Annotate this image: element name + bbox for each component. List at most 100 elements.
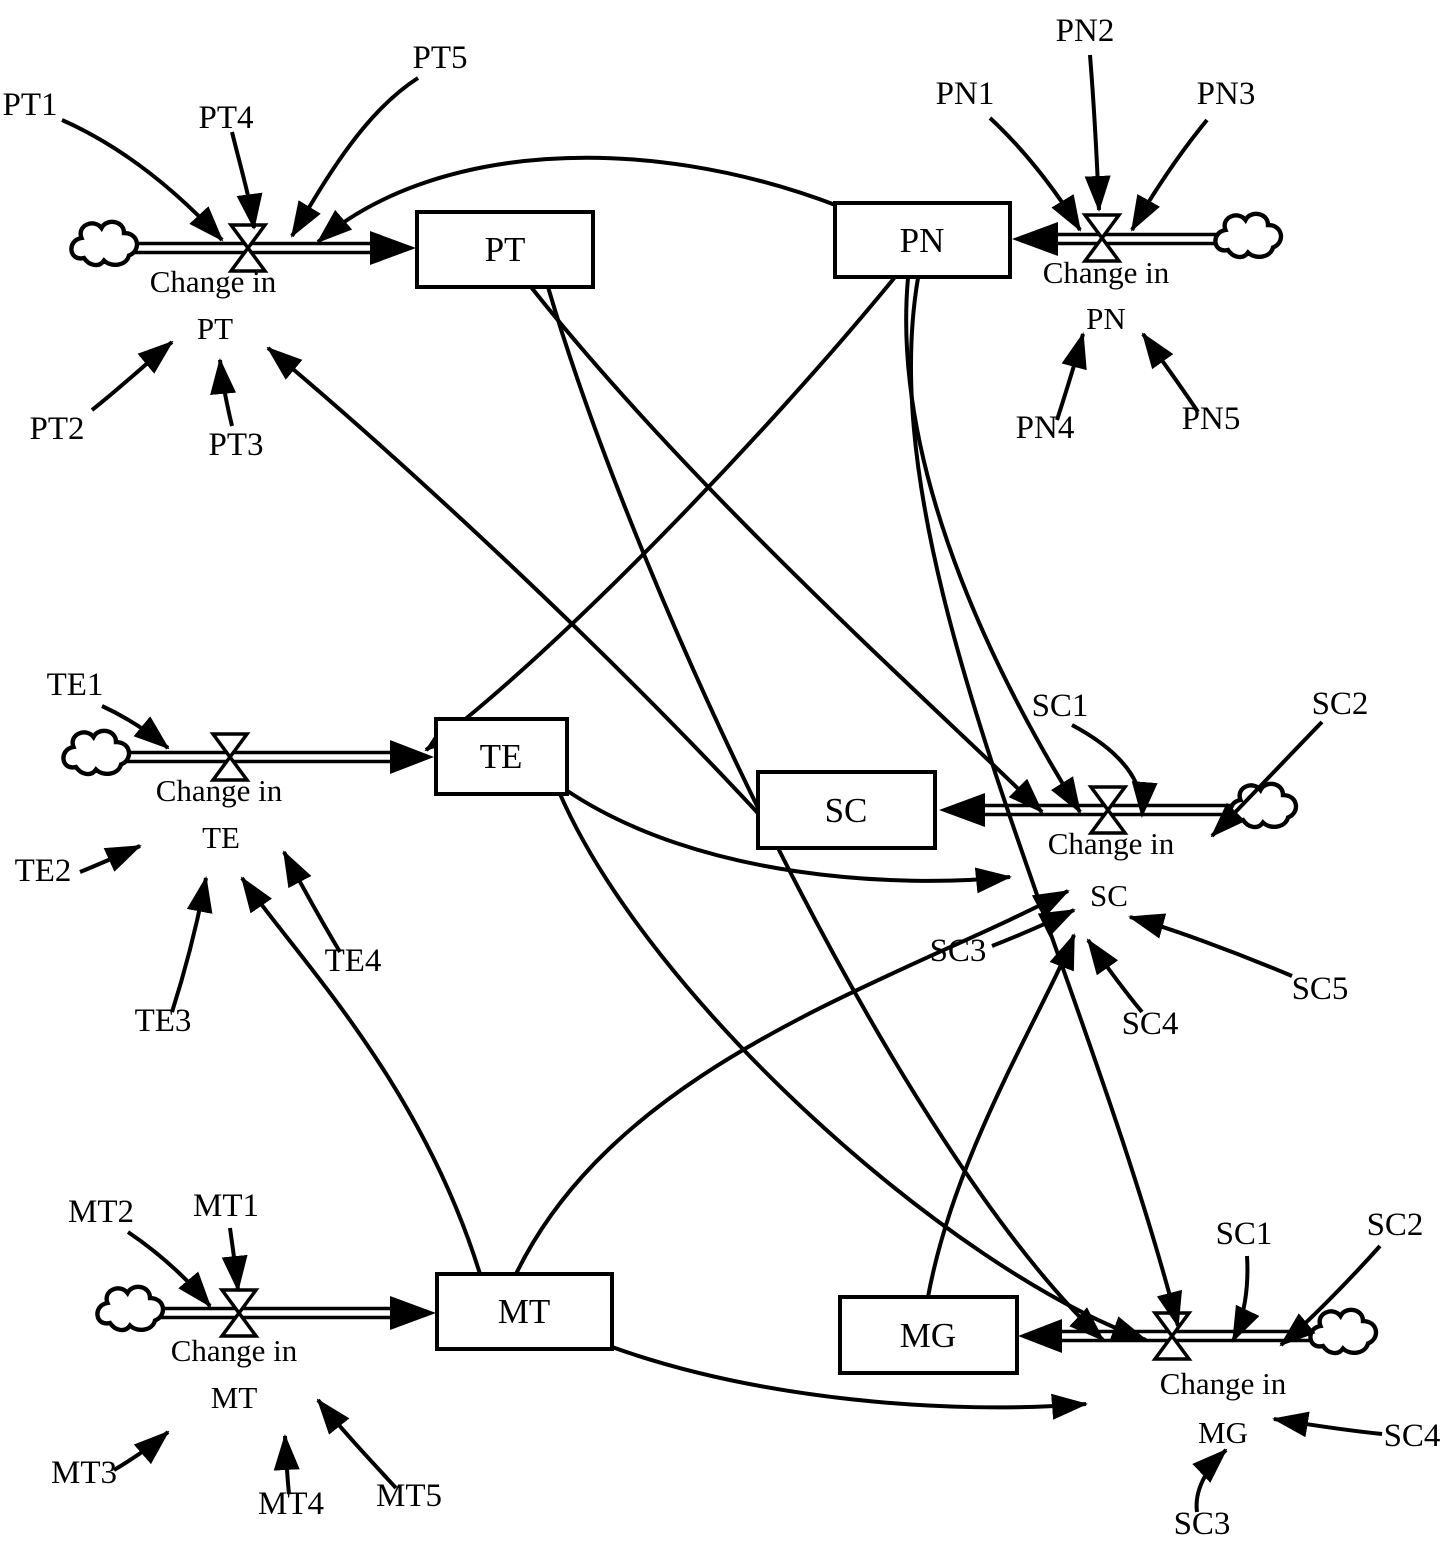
arrow-mt2 [126, 1230, 212, 1308]
influence-pt-to-change-in-sc [529, 285, 1044, 814]
arrow-mt1 [221, 1227, 248, 1292]
flow-pipe-te [118, 740, 434, 774]
arrow-pt1 [61, 118, 224, 242]
factor-label-pn3: PN3 [1197, 76, 1256, 112]
flow-arrowhead-mg [1018, 1319, 1062, 1353]
influence-pn-to-change-in-sc [904, 277, 1082, 814]
arrow-mg-sc4 [1272, 1411, 1383, 1438]
flow-arrowhead-pn [1012, 222, 1058, 256]
flow-pipe-sc [939, 793, 1240, 827]
factor-label-sc5: SC5 [1292, 971, 1349, 1007]
stock-label-mg: MG [900, 1316, 956, 1355]
factor-label-pn2: PN2 [1056, 13, 1115, 49]
flow-arrowhead-te [390, 740, 434, 774]
arrow-mt4 [273, 1434, 300, 1495]
arrow-sc2 [1210, 720, 1324, 838]
arrow-sc5 [1128, 913, 1293, 978]
arrow-te3 [170, 876, 213, 1013]
factor-label-mt1: MT1 [193, 1188, 259, 1224]
flow-pipe-mt [152, 1296, 436, 1330]
flow-pipe-mg [1018, 1319, 1318, 1353]
flow-label-te-line2: TE [202, 820, 240, 855]
influence-pn-to-change-in-te [424, 275, 897, 752]
factor-label-sc2: SC2 [1312, 686, 1369, 722]
factor-label-sc3: SC3 [930, 933, 987, 969]
arrow-pt5 [290, 76, 420, 238]
arrow-sc3 [991, 908, 1076, 948]
stock-label-te: TE [480, 737, 523, 776]
flow-pipe-pn [1012, 222, 1226, 256]
arrow-mg-sc1 [1231, 1255, 1260, 1343]
factor-label-te4: TE4 [325, 943, 382, 979]
influence-te-to-change-in-sc [564, 788, 1012, 894]
factor-label-mt3: MT3 [51, 1455, 117, 1491]
influence-sc-to-change-in-pt [266, 346, 792, 850]
stock-box-mt [435, 1272, 614, 1351]
factor-label-pn4: PN4 [1016, 410, 1075, 446]
cloud-icon-mg-source [1310, 1310, 1376, 1353]
arrow-te4 [282, 850, 342, 954]
cloud-icon-te-source [63, 731, 129, 774]
flow-label-mg-line1: Change in [1160, 1366, 1287, 1401]
valve-icon-mg [1153, 1311, 1191, 1361]
cloud-icon-pt-source [71, 222, 137, 265]
arrow-mt3 [112, 1430, 170, 1472]
factor-label-pt3: PT3 [208, 427, 263, 463]
flow-label-pt-line1: Change in [150, 264, 277, 299]
flow-label-te-line1: Change in [156, 773, 283, 808]
flow-label-mt-line1: Change in [171, 1333, 298, 1368]
arrow-pt3 [210, 358, 237, 427]
arrow-sc4 [1086, 938, 1144, 1014]
flow-label-mt-line2: MT [211, 1380, 258, 1415]
stock-box-sc [756, 770, 937, 850]
arrow-pt2 [90, 340, 174, 412]
stock-label-sc: SC [825, 791, 868, 830]
flow-arrowhead-sc [939, 793, 985, 827]
factor-label-mt4: MT4 [258, 1486, 324, 1522]
arrow-pn4 [1055, 332, 1087, 421]
arrow-pn3 [1130, 118, 1209, 232]
factor-label-pt1: PT1 [2, 87, 57, 123]
cloud-icon-pn-source [1215, 214, 1281, 257]
factor-label-sc4: SC4 [1122, 1006, 1179, 1042]
valve-icon-mt [220, 1288, 258, 1338]
arrow-mg-sc2 [1279, 1244, 1382, 1347]
stock-label-pn: PN [900, 221, 945, 260]
factor-label-mt5: MT5 [376, 1478, 442, 1514]
stock-label-mt: MT [498, 1292, 551, 1331]
arrow-sc1 [1071, 723, 1158, 818]
factor-label-mg-sc2: SC2 [1367, 1207, 1424, 1243]
influence-pn-to-change-in-pt [316, 155, 839, 244]
arrow-pn1 [988, 116, 1082, 232]
arrow-pn5 [1141, 332, 1200, 414]
arrow-pn2 [1084, 54, 1111, 212]
factor-label-te1: TE1 [47, 667, 104, 703]
factor-label-pt2: PT2 [29, 411, 84, 447]
influence-pt-to-change-in-mg [546, 286, 1105, 1342]
factor-label-te3: TE3 [135, 1003, 192, 1039]
flow-label-pt-line2: PT [197, 311, 233, 346]
flow-pipe-pt [126, 231, 416, 265]
influence-mg-to-change-in-sc [926, 933, 1076, 1298]
arrow-mg-sc3 [1192, 1448, 1228, 1513]
flow-label-mg-line2: MG [1198, 1415, 1248, 1450]
factor-label-pn1: PN1 [936, 76, 995, 112]
influence-mt-to-change-in-mg [611, 1345, 1088, 1420]
factor-label-sc1: SC1 [1032, 688, 1089, 724]
flow-label-sc-line1: Change in [1048, 826, 1175, 861]
stock-box-te [434, 717, 569, 796]
cloud-icon-mt-source [97, 1287, 163, 1330]
factor-label-pt4: PT4 [198, 100, 253, 136]
factor-label-mg-sc4: SC4 [1384, 1418, 1441, 1454]
flow-arrowhead-mt [390, 1296, 436, 1330]
influence-mt-to-change-in-te [240, 876, 482, 1275]
arrow-te2 [79, 844, 142, 874]
arrow-pt4 [230, 131, 263, 230]
stock-label-pt: PT [485, 230, 526, 269]
factor-label-mg-sc1: SC1 [1216, 1216, 1273, 1252]
factor-label-mg-sc3: SC3 [1174, 1506, 1231, 1541]
influence-te-to-change-in-mg [558, 793, 1148, 1342]
stock-box-pn [833, 201, 1012, 279]
flow-label-sc-line2: SC [1090, 878, 1128, 913]
factor-label-mt2: MT2 [68, 1194, 134, 1230]
